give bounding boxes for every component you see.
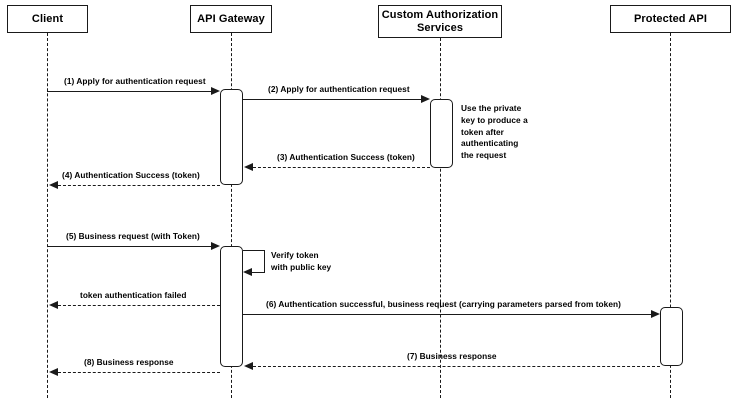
- note-private-key-line-2: key to produce a: [461, 114, 528, 125]
- message-line-2: [243, 99, 421, 100]
- arrow-head-message-4: [49, 180, 58, 189]
- arrow-head-message-3: [244, 162, 253, 171]
- note-private-key-line-4: authenticating: [461, 138, 519, 149]
- activation-bar-api-gateway-business: [220, 246, 243, 367]
- note-private-key-line-5: the request: [461, 150, 507, 161]
- self-message-label: Verify token with public key: [271, 250, 331, 274]
- lifeline-client: [47, 33, 48, 398]
- participant-label-client: Client: [31, 12, 64, 25]
- message-label-8: (8) Business response: [84, 357, 174, 367]
- note-private-key-line-3: token after: [461, 126, 504, 137]
- message-label-3: (3) Authentication Success (token): [277, 152, 415, 162]
- message-label-5: (5) Business request (with Token): [66, 231, 200, 241]
- arrow-head-message-8: [49, 367, 58, 376]
- self-message-label-line-2: with public key: [271, 261, 332, 272]
- message-line-5: [47, 246, 211, 247]
- message-line-4: [58, 185, 220, 186]
- message-label-4: (4) Authentication Success (token): [62, 170, 200, 180]
- participant-box-protected-api[interactable]: Protected API: [610, 5, 731, 33]
- arrow-head-message-2: [421, 94, 430, 103]
- message-line-6: [243, 314, 651, 315]
- self-message-segment-right: [264, 250, 265, 272]
- participant-label-api-gateway: API Gateway: [197, 12, 265, 25]
- self-message-segment-top: [243, 250, 265, 251]
- arrow-head-message-6: [651, 309, 660, 318]
- participant-box-api-gateway[interactable]: API Gateway: [190, 5, 272, 33]
- participant-box-custom-auth[interactable]: Custom Authorization Services: [378, 5, 502, 38]
- arrow-head-message-1: [211, 86, 220, 95]
- message-line-7: [253, 366, 660, 367]
- note-private-key: Use the private key to produce a token a…: [461, 103, 533, 162]
- message-line-1: [47, 91, 211, 92]
- message-label-1: (1) Apply for authentication request: [64, 76, 206, 86]
- participant-label-custom-auth: Custom Authorization Services: [381, 8, 499, 34]
- lifeline-protected-api: [670, 33, 671, 398]
- message-label-6: (6) Authentication successful, business …: [266, 299, 621, 309]
- activation-bar-api-gateway-auth: [220, 89, 243, 185]
- participant-label-protected-api: Protected API: [633, 12, 708, 25]
- message-label-7: (7) Business response: [407, 351, 497, 361]
- lifeline-custom-auth: [440, 38, 441, 398]
- arrow-head-message-5: [211, 241, 220, 250]
- message-line-8: [58, 372, 220, 373]
- self-message-segment-bottom: [252, 272, 265, 273]
- note-private-key-line-1: Use the private: [461, 103, 522, 113]
- arrow-head-self-message: [243, 267, 252, 276]
- message-label-2: (2) Apply for authentication request: [268, 84, 410, 94]
- message-line-token-auth-failed: [58, 305, 220, 306]
- message-line-3: [253, 167, 430, 168]
- participant-box-client[interactable]: Client: [7, 5, 88, 33]
- activation-bar-custom-auth: [430, 99, 453, 168]
- message-label-token-auth-failed: token authentication failed: [80, 290, 187, 300]
- activation-bar-protected-api: [660, 307, 683, 366]
- arrow-head-token-auth-failed: [49, 300, 58, 309]
- self-message-label-line-1: Verify token: [271, 250, 319, 260]
- lifeline-api-gateway: [231, 33, 232, 398]
- arrow-head-message-7: [244, 361, 253, 370]
